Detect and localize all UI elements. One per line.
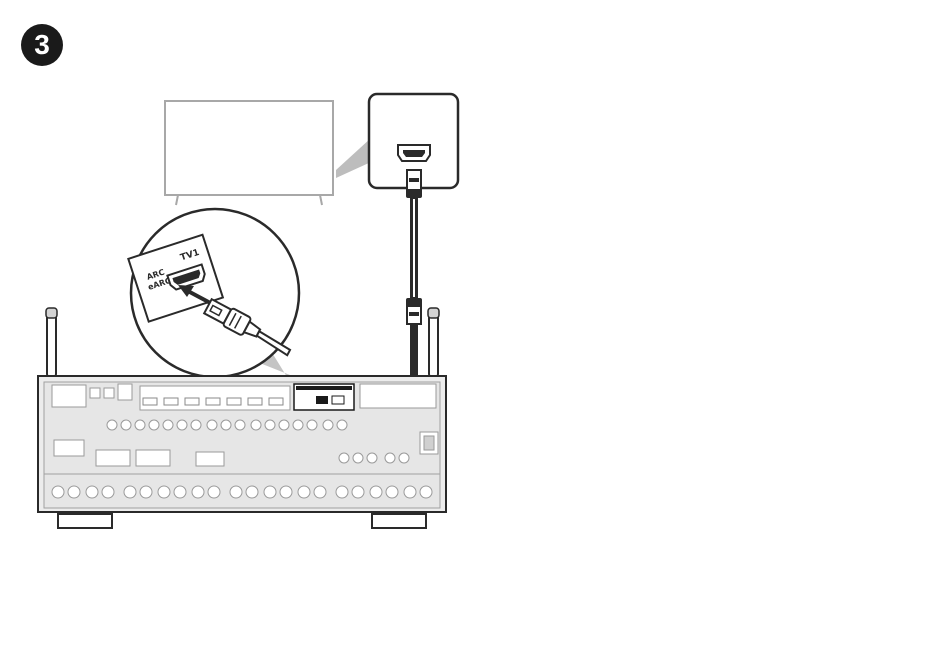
hdmi-cable	[336, 196, 422, 398]
antenna-icon	[46, 308, 57, 378]
tv-callout-pointer	[336, 138, 371, 178]
tv1-earc-port	[316, 396, 328, 404]
tv-leg-left	[176, 195, 178, 205]
receiver-foot-right	[372, 514, 426, 528]
tv-leg-right	[320, 195, 322, 205]
hdmi-port-icon	[398, 145, 430, 161]
zoom-circle: ARC eARC TV1	[128, 209, 299, 377]
hdmi-plug-icon	[406, 170, 422, 198]
hdmi-input-ports	[143, 398, 283, 405]
pre-out-jacks	[107, 420, 347, 430]
receiver-foot-left	[58, 514, 112, 528]
hdmi-cable-lower	[410, 324, 418, 378]
tv-screen	[165, 101, 333, 195]
tv	[165, 101, 333, 205]
antenna-icon	[428, 308, 439, 378]
tv-hdmi-zoom	[369, 94, 458, 198]
